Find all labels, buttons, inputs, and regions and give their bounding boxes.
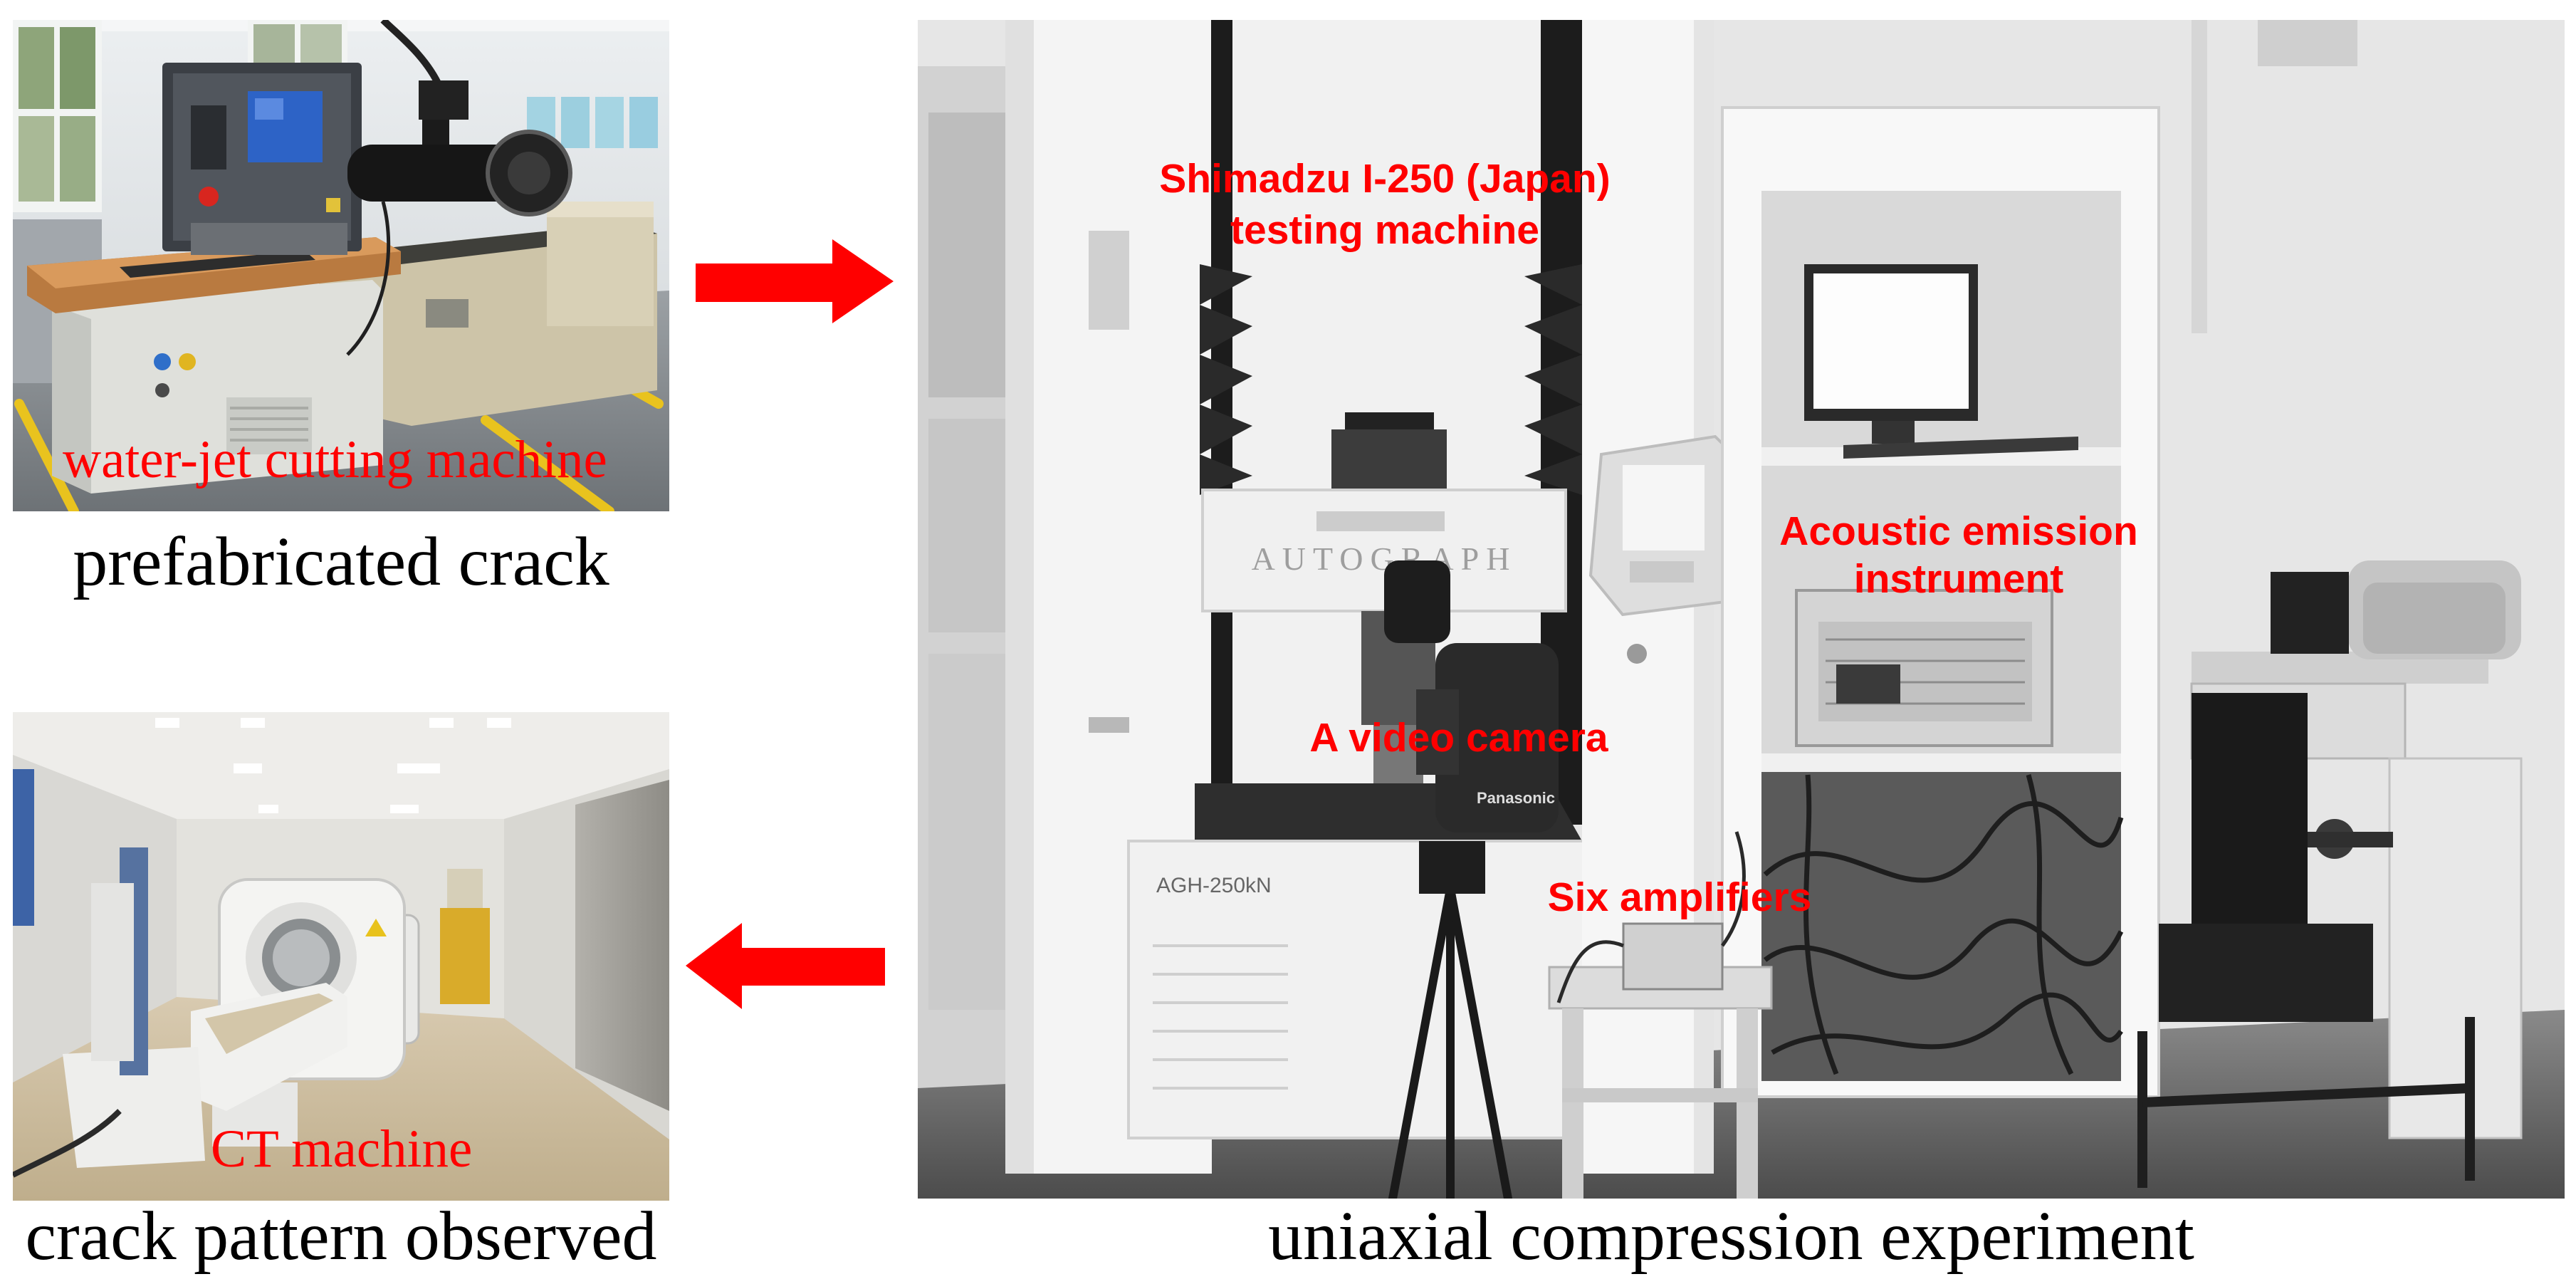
tripod xyxy=(1388,841,1512,1199)
cables xyxy=(1761,772,2124,1081)
uniaxial-compression-photo: AUTOGRAPH AGH-250kN xyxy=(918,20,2565,1199)
base-model-text: AGH-250kN xyxy=(1156,874,1272,897)
patient-table xyxy=(191,983,347,1147)
crack-pattern-observed-caption: crack pattern observed xyxy=(25,1198,657,1275)
acoustic-emission-label-line2: instrument xyxy=(1853,556,2064,602)
compression-lab-scene: AUTOGRAPH AGH-250kN xyxy=(918,20,2565,1199)
ct-machine-photo: CT machine xyxy=(13,712,669,1201)
amplifier-box xyxy=(1622,922,1724,991)
shelf-unit xyxy=(1721,106,2160,1098)
warning-sign xyxy=(365,919,387,936)
acoustic-emission-label: Acoustic emission instrument xyxy=(1779,508,2138,603)
ceiling-lights xyxy=(155,718,511,813)
ceiling xyxy=(13,712,669,819)
monitor xyxy=(1804,264,1978,444)
cutting-tank xyxy=(319,202,657,426)
water-jet-cutting-machine-label: water-jet cutting machine xyxy=(63,430,607,489)
glass-cabinet xyxy=(918,66,1022,1120)
water-jet-scene xyxy=(13,20,669,511)
keyboard xyxy=(1843,437,2078,459)
window xyxy=(13,20,102,212)
plastic-stools xyxy=(2348,560,2521,659)
microscope xyxy=(2159,693,2393,1022)
water-jet-cutting-machine xyxy=(27,20,657,494)
control-console xyxy=(162,63,362,255)
white-cabinet xyxy=(2388,757,2523,1139)
cutting-head-arm xyxy=(346,20,572,356)
right-workbench xyxy=(2137,560,2523,1188)
arrow-right-icon xyxy=(696,239,894,323)
upper-grip xyxy=(1331,412,1447,495)
prefabricated-crack-caption: prefabricated crack xyxy=(73,523,609,600)
amplifiers-label: Six amplifiers xyxy=(1547,875,1812,920)
video-camera: Panasonic xyxy=(1384,560,1559,832)
yellow-cart xyxy=(440,869,490,1004)
ct-scanner xyxy=(191,878,420,1147)
water-jet-cutting-photo: water-jet cutting machine xyxy=(13,20,669,511)
chair-frame xyxy=(2137,1017,2475,1188)
bellows xyxy=(1200,264,1582,495)
ct-room-scene xyxy=(13,712,669,1201)
testing-machine-label: Shimadzu I-250 (Japan) testing machine xyxy=(1159,153,1611,256)
wall-poster xyxy=(13,769,34,926)
loading-device xyxy=(13,847,205,1178)
base-cabinet: AGH-250kN xyxy=(1127,840,1592,1139)
testing-machine-label-line1: Shimadzu I-250 (Japan) xyxy=(1159,156,1611,202)
testing-machine-label-line2: testing machine xyxy=(1230,207,1539,253)
emergency-stop-button xyxy=(199,187,219,207)
stool-with-amplifiers xyxy=(1548,831,1773,1199)
machine-cabinet xyxy=(52,280,383,494)
ct-machine-label: CT machine xyxy=(211,1119,473,1179)
acoustic-emission-label-line1: Acoustic emission xyxy=(1779,508,2138,554)
arrow-left-icon xyxy=(686,923,885,1009)
crosshead-brand-text: AUTOGRAPH xyxy=(1252,541,1517,577)
uniaxial-compression-caption: uniaxial compression experiment xyxy=(1268,1198,2194,1275)
video-camera-on-tripod: Panasonic xyxy=(1384,560,1559,1199)
black-bag xyxy=(2271,572,2349,654)
shielded-door xyxy=(575,780,669,1111)
acoustic-emission-instrument xyxy=(1795,589,2053,747)
camera-brand-text: Panasonic xyxy=(1477,789,1555,807)
video-camera-label: A video camera xyxy=(1309,715,1608,761)
